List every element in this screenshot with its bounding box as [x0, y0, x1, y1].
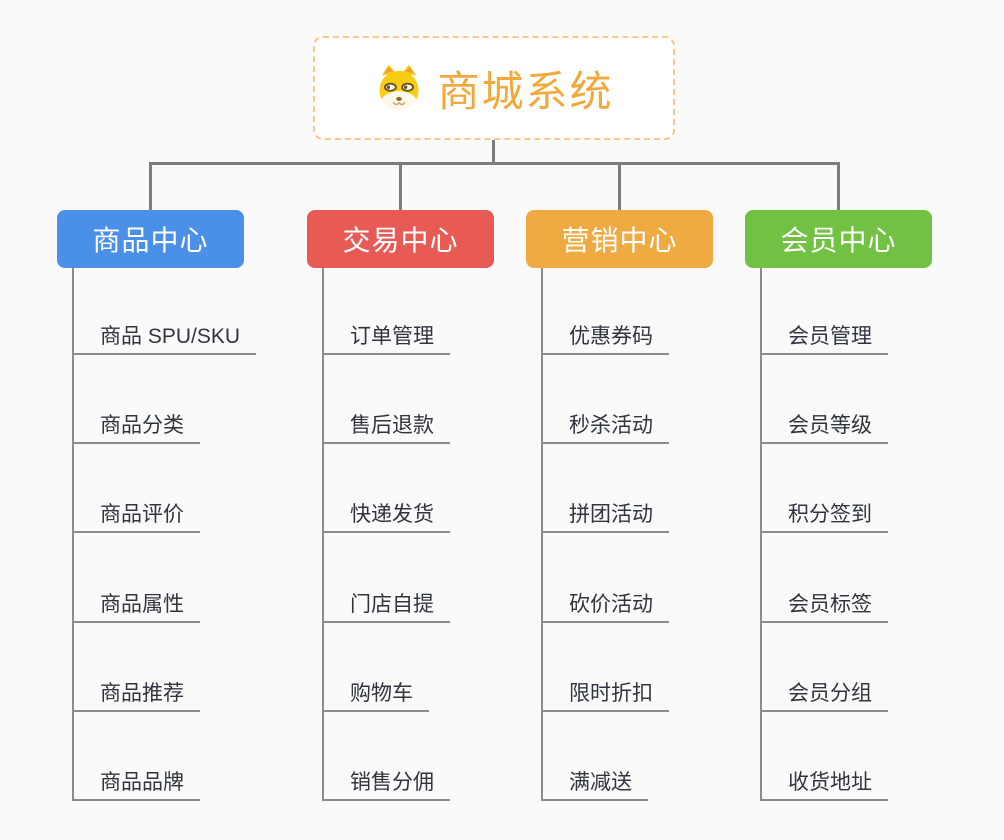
- child-topic[interactable]: 优惠券码: [541, 319, 669, 355]
- child-topic[interactable]: 会员标签: [760, 587, 888, 623]
- branch-node-trade-center[interactable]: 交易中心: [307, 210, 494, 268]
- child-topic[interactable]: 会员管理: [760, 319, 888, 355]
- branch-child-connector: [541, 268, 543, 801]
- child-topic[interactable]: 商品 SPU/SKU: [72, 319, 257, 355]
- child-topic[interactable]: 满减送: [541, 765, 648, 801]
- child-topic[interactable]: 快递发货: [322, 497, 450, 533]
- child-topic[interactable]: 商品评价: [72, 497, 200, 533]
- child-topic[interactable]: 购物车: [322, 676, 429, 712]
- branch-column-product: 商品中心 商品 SPU/SKU 商品分类 商品评价 商品属性 商品推荐 商品品牌: [57, 210, 317, 820]
- child-topic[interactable]: 订单管理: [322, 319, 450, 355]
- child-topic[interactable]: 收货地址: [760, 765, 888, 801]
- child-topic[interactable]: 商品品牌: [72, 765, 200, 801]
- child-topic[interactable]: 会员等级: [760, 408, 888, 444]
- root-node[interactable]: 商城系统: [313, 36, 675, 140]
- child-topic[interactable]: 秒杀活动: [541, 408, 669, 444]
- branch-column-trade: 交易中心 订单管理 售后退款 快递发货 门店自提 购物车 销售分佣: [307, 210, 567, 820]
- branch-child-connector: [760, 268, 762, 801]
- root-title: 商城系统: [437, 67, 614, 115]
- branch-child-connector: [322, 268, 324, 801]
- child-topic[interactable]: 售后退款: [322, 408, 450, 444]
- child-topic[interactable]: 积分签到: [760, 497, 888, 533]
- branch-drop-connector: [399, 162, 402, 210]
- root-stem-connector: [492, 140, 495, 162]
- branch-node-product-center[interactable]: 商品中心: [57, 210, 244, 268]
- horizontal-connector: [149, 162, 840, 165]
- child-topic[interactable]: 商品推荐: [72, 676, 200, 712]
- branch-node-marketing-center[interactable]: 营销中心: [526, 210, 713, 268]
- branch-drop-connector: [837, 162, 840, 210]
- branch-drop-connector: [618, 162, 621, 210]
- child-topic[interactable]: 拼团活动: [541, 497, 669, 533]
- child-topic[interactable]: 会员分组: [760, 676, 888, 712]
- branch-drop-connector: [149, 162, 152, 210]
- branch-child-connector: [72, 268, 74, 801]
- child-topic[interactable]: 门店自提: [322, 587, 450, 623]
- child-topic[interactable]: 砍价活动: [541, 587, 669, 623]
- branch-column-member: 会员中心 会员管理 会员等级 积分签到 会员标签 会员分组 收货地址: [745, 210, 1004, 820]
- dog-face-icon: [379, 64, 420, 110]
- branch-column-marketing: 营销中心 优惠券码 秒杀活动 拼团活动 砍价活动 限时折扣 满减送: [526, 210, 786, 820]
- child-topic[interactable]: 商品属性: [72, 587, 200, 623]
- branch-node-member-center[interactable]: 会员中心: [745, 210, 932, 268]
- child-topic[interactable]: 销售分佣: [322, 765, 450, 801]
- child-topic[interactable]: 商品分类: [72, 408, 200, 444]
- child-topic[interactable]: 限时折扣: [541, 676, 669, 712]
